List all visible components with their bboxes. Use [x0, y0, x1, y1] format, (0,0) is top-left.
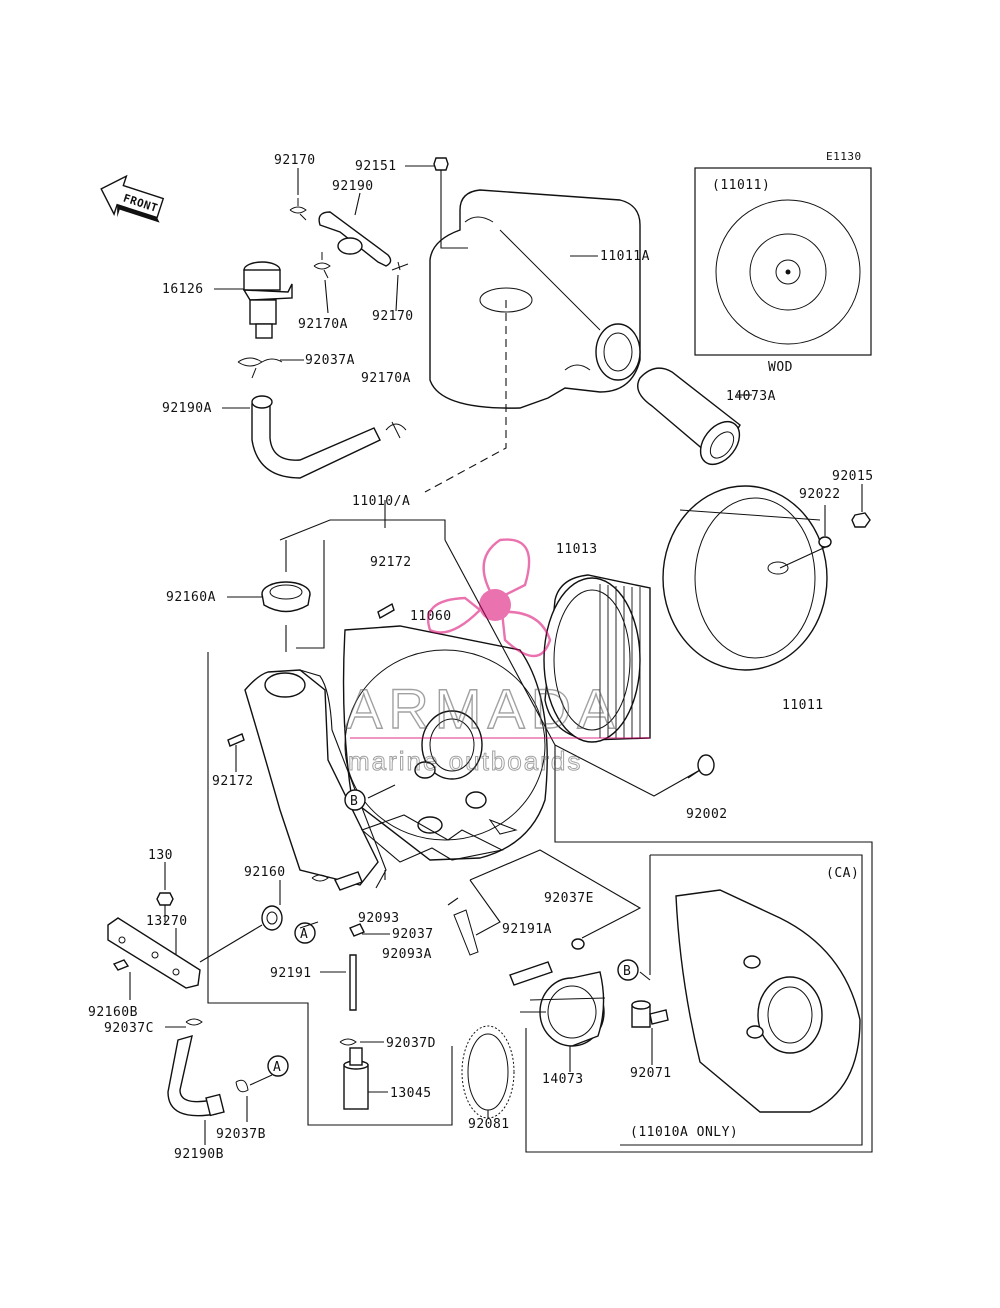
armada-watermark-logo: ARMADA marine outboards	[344, 538, 650, 777]
label-92190A: 92190A	[162, 401, 212, 416]
label-92172: 92172	[370, 555, 412, 570]
label-92191: 92191	[270, 966, 312, 981]
grommet-92160A	[261, 581, 311, 613]
label-92071: 92071	[630, 1066, 672, 1081]
label-11011A: 11011A	[600, 249, 650, 264]
label-92081: 92081	[468, 1117, 510, 1132]
ca-caption: (11010A ONLY)	[630, 1125, 738, 1140]
label-92160B: 92160B	[88, 1005, 138, 1020]
wod-ref-label: (11011)	[712, 178, 770, 193]
airbox-cover-11011A	[429, 189, 641, 409]
intake-duct-14073A	[637, 367, 741, 466]
bolt-130-icon	[156, 892, 174, 922]
label-92191A: 92191A	[502, 922, 552, 937]
label-11010-A: 11010/A	[352, 494, 410, 509]
label-130: 130	[148, 848, 173, 863]
ca-inset	[620, 854, 863, 1146]
pipe-92191	[349, 954, 357, 1011]
clip-92160B-icon	[112, 959, 130, 971]
label-92190B: 92190B	[174, 1147, 224, 1162]
watermark-brand: ARMADA	[345, 677, 621, 740]
label-92170A: 92170A	[361, 371, 411, 386]
label-92190: 92190	[332, 179, 374, 194]
pipe-92191A	[509, 961, 553, 986]
label-11013: 11013	[556, 542, 598, 557]
svg-text:A: A	[273, 1060, 281, 1075]
clamp-icon	[237, 198, 409, 439]
label-13270: 13270	[146, 914, 188, 929]
filter-cover-11011	[662, 485, 828, 671]
label-11011: 11011	[782, 698, 824, 713]
label-92160A: 92160A	[166, 590, 216, 605]
air-filter-11013	[543, 574, 651, 743]
label-92037E: 92037E	[544, 891, 594, 906]
label-92037A: 92037A	[305, 353, 355, 368]
plate-13270	[107, 917, 201, 989]
fitting-92093-icon	[334, 871, 363, 891]
front-arrow-icon: FRONT	[100, 174, 165, 223]
ca-tag-label: (CA)	[826, 866, 859, 881]
wod-caption: WOD	[768, 360, 793, 375]
bolt-92151-icon	[433, 157, 449, 182]
svg-text:A: A	[300, 927, 308, 942]
label-13045: 13045	[390, 1086, 432, 1101]
label-92093A: 92093A	[382, 947, 432, 962]
label-92160: 92160	[244, 865, 286, 880]
label-92093: 92093	[358, 911, 400, 926]
label-92170A: 92170A	[298, 317, 348, 332]
label-92172: 92172	[212, 774, 254, 789]
label-92022: 92022	[799, 487, 841, 502]
hose-92190	[318, 211, 392, 267]
watermark-tagline: marine outboards	[348, 746, 582, 776]
clamp-92037E-icon	[571, 938, 585, 950]
side-duct	[244, 669, 387, 889]
label-92037: 92037	[392, 927, 434, 942]
grommet-92160	[261, 905, 283, 931]
diagram-code: E1130	[826, 150, 862, 163]
clamp-92037C-icon	[185, 1018, 203, 1026]
label-92151: 92151	[355, 159, 397, 174]
label-92037B: 92037B	[216, 1127, 266, 1142]
clamp-92037B-icon	[235, 1079, 249, 1093]
nut-92015-icon	[851, 512, 871, 528]
hose-92190B	[167, 1035, 225, 1117]
label-11060: 11060	[410, 609, 452, 624]
svg-text:B: B	[350, 794, 358, 809]
label-92170: 92170	[274, 153, 316, 168]
label-14073: 14073	[542, 1072, 584, 1087]
clamp-icon	[311, 874, 329, 882]
callout-b: B B	[344, 789, 639, 981]
part-leaders	[129, 165, 752, 1145]
clamp-92037D-icon	[339, 1038, 357, 1046]
pipe-icon	[453, 909, 479, 956]
label-92037D: 92037D	[386, 1036, 436, 1051]
drain-13045	[343, 1047, 369, 1110]
valve-16126	[242, 261, 293, 339]
label-14073A: 14073A	[726, 389, 776, 404]
gear-ring-92081	[461, 1025, 515, 1119]
label-92002: 92002	[686, 807, 728, 822]
wod-inset: (11011) WOD	[694, 167, 872, 375]
label-92037C: 92037C	[104, 1021, 154, 1036]
svg-text:B: B	[623, 964, 631, 979]
screw-92172-icon	[227, 602, 395, 747]
airbox-base-11010	[342, 625, 548, 861]
part-labels: 92170 92151 92190 16126 92170A 92170 110…	[88, 153, 874, 1162]
label-92170: 92170	[372, 309, 414, 324]
label-16126: 16126	[162, 282, 204, 297]
label-92015: 92015	[832, 469, 874, 484]
clamp-92037-icon	[349, 923, 365, 937]
leader-lines	[207, 500, 873, 1153]
hose-92190A	[251, 395, 381, 479]
seal-14073	[539, 971, 605, 1047]
